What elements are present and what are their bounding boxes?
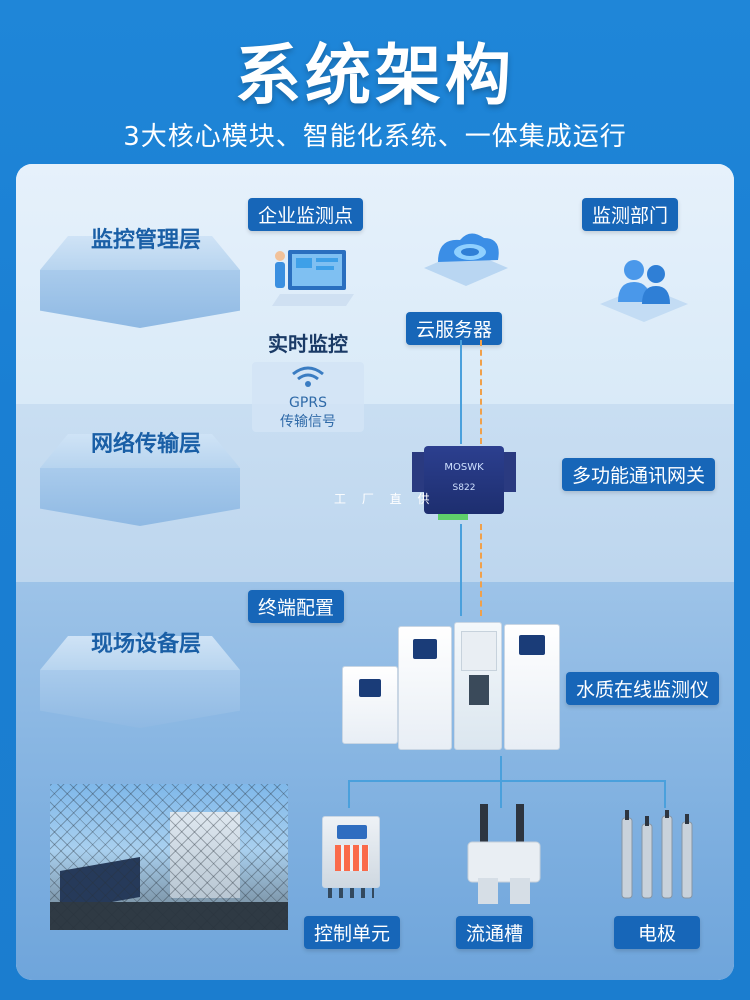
factory-direct-watermark: 工 厂 直 供 bbox=[334, 492, 436, 506]
bus-branch-electrode bbox=[664, 780, 666, 808]
gateway-brand: MOSWK bbox=[444, 462, 484, 473]
downlink-line bbox=[480, 340, 482, 444]
electrode-tag: 电极 bbox=[614, 916, 701, 949]
enterprise-monitoring-point-tag: 企业监测点 bbox=[248, 198, 364, 231]
realtime-monitoring-label: 实时监控 bbox=[268, 332, 348, 356]
field-site-photo bbox=[50, 784, 288, 930]
bus-branch-flow bbox=[500, 780, 502, 808]
gprs-title: GPRS bbox=[289, 395, 327, 411]
wifi-signal-icon bbox=[252, 366, 364, 395]
laptop-monitoring-icon bbox=[272, 250, 354, 306]
field-uplink-line bbox=[460, 524, 462, 616]
electrode-probes bbox=[621, 810, 693, 899]
gateway-tag: 多功能通讯网关 bbox=[562, 458, 716, 491]
bus-branch-control bbox=[348, 780, 350, 808]
network-layer-cube bbox=[40, 434, 240, 526]
network-layer-label: 网络传输层 bbox=[90, 432, 201, 457]
monitoring-department-tag: 监测部门 bbox=[582, 198, 679, 231]
terminal-config-tag: 终端配置 bbox=[248, 590, 345, 623]
flow-cell-device bbox=[467, 804, 541, 904]
bus-horizontal-line bbox=[348, 780, 666, 782]
gprs-signal-box: GPRS 传输信号 bbox=[252, 362, 364, 432]
control-unit-tag: 控制单元 bbox=[304, 916, 401, 949]
field-layer-cube bbox=[40, 636, 240, 728]
water-quality-monitor-tag: 水质在线监测仪 bbox=[566, 672, 720, 705]
cloud-server-icon bbox=[424, 233, 508, 286]
architecture-panel: 监控管理层 网络传输层 现场设备层 企业监测点 监测部门 实时监控 云服务器 bbox=[16, 164, 734, 980]
communication-gateway-device: MOSWK S822 bbox=[412, 446, 516, 520]
page-subtitle: 3大核心模块、智能化系统、一体集成运行 bbox=[123, 122, 627, 152]
gateway-model: S822 bbox=[452, 483, 476, 493]
management-layer-label: 监控管理层 bbox=[90, 228, 201, 253]
gprs-description: 传输信号 bbox=[280, 414, 336, 430]
management-layer-cube bbox=[40, 236, 240, 328]
users-icon bbox=[600, 260, 688, 322]
field-layer-label: 现场设备层 bbox=[90, 632, 201, 657]
uplink-line bbox=[460, 340, 462, 444]
field-downlink-line bbox=[480, 524, 482, 616]
cloud-server-tag: 云服务器 bbox=[406, 312, 503, 345]
page-title: 系统架构 bbox=[235, 37, 515, 114]
bus-drop-line bbox=[500, 756, 502, 780]
flow-cell-tag: 流通槽 bbox=[456, 916, 534, 949]
